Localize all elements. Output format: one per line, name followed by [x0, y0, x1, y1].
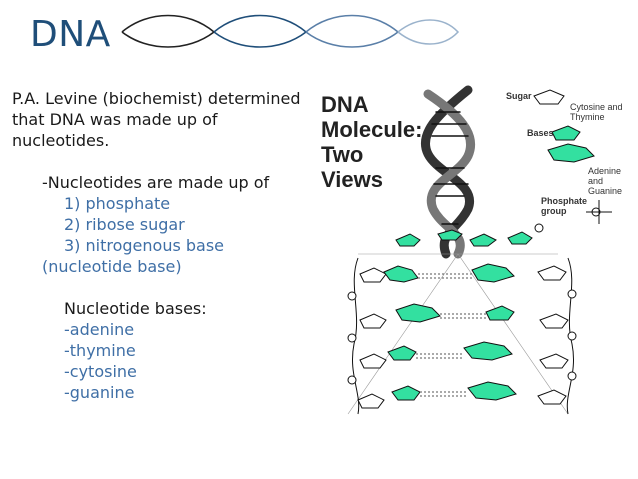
dna-molecule-figure — [347, 85, 612, 415]
figure-title-line: DNA — [321, 92, 369, 117]
component-item: 2) ribose sugar — [64, 215, 185, 234]
legend-bases-label: Bases — [527, 128, 554, 138]
slide-body: P.A. Levine (biochemist) determined that… — [12, 88, 302, 403]
legend-ade-gua-label: Adenine and Guanine — [588, 166, 623, 196]
figure-title: DNA Molecule: Two Views — [321, 92, 422, 192]
base-item: -cytosine — [64, 362, 137, 381]
legend-sugar-label: Sugar — [506, 91, 532, 101]
component-item: 3) nitrogenous base — [64, 236, 225, 255]
base-item: -adenine — [64, 320, 135, 339]
legend-shapes — [533, 89, 612, 233]
slide-title: DNA — [30, 14, 111, 55]
figure-title-line: Views — [321, 167, 383, 192]
base-item: -thymine — [64, 341, 136, 360]
legend-cyt-thy-label: Cytosine and Thymine — [570, 102, 623, 122]
legend-phosphate-label: Phosphate group — [541, 196, 588, 216]
projection-lines — [347, 253, 569, 415]
nucleotides-heading: -Nucleotides are made up of — [42, 173, 270, 192]
bases-heading: Nucleotide bases: — [64, 299, 207, 318]
base-item: -guanine — [64, 383, 135, 402]
ladder-structure — [347, 229, 577, 415]
double-helix-drawing — [420, 85, 476, 259]
figure-title-line: Two — [321, 142, 364, 167]
figure-title-line: Molecule: — [321, 117, 423, 142]
intro-text: P.A. Levine (biochemist) determined that… — [12, 89, 301, 150]
component-item: 1) phosphate — [64, 194, 171, 213]
dna-swirl-decoration — [121, 14, 460, 48]
base-note: (nucleotide base) — [42, 257, 182, 276]
